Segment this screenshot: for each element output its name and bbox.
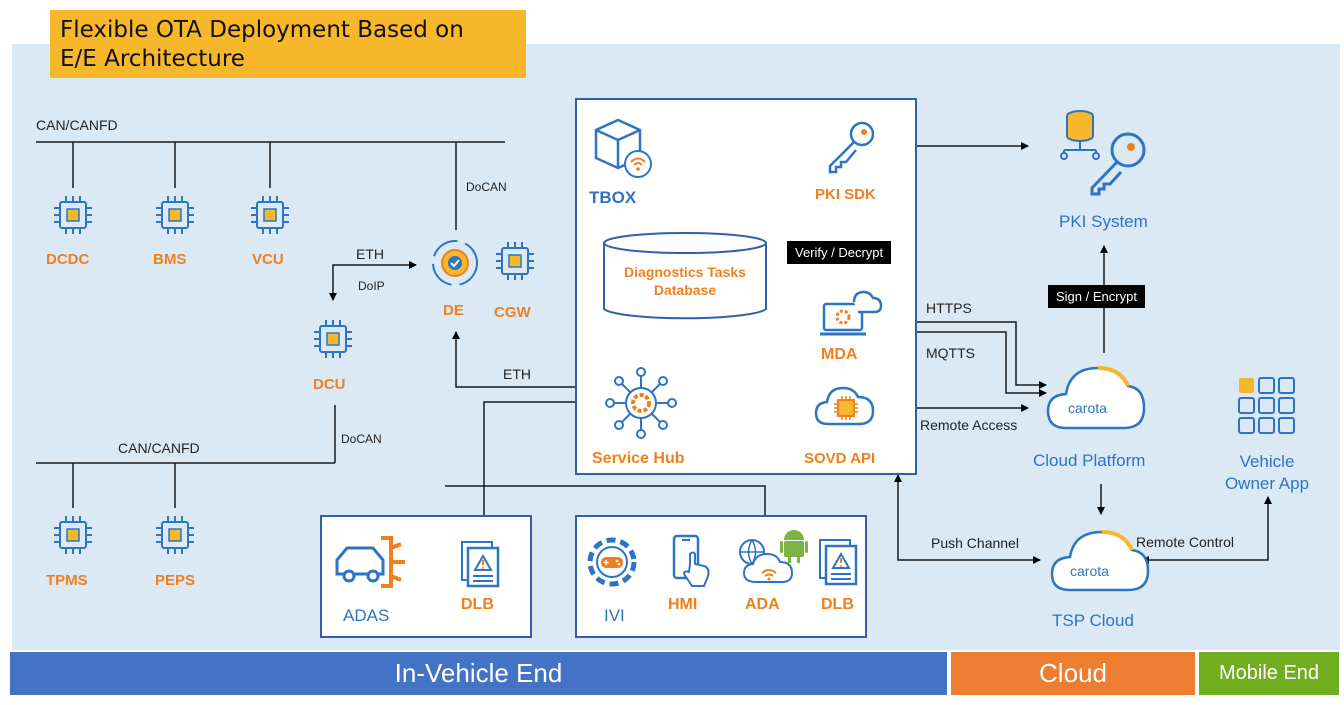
de-gear-icon <box>424 232 486 299</box>
diagnostics-database-label: Diagnostics Tasks Database <box>624 264 746 298</box>
ada-android-globe-icon <box>736 526 808 593</box>
push-channel-label: Push Channel <box>931 535 1019 551</box>
cgw-label: CGW <box>494 304 531 321</box>
cloud-band-label: Cloud <box>1039 658 1107 688</box>
in-vehicle-end-label: In-Vehicle End <box>394 658 563 688</box>
diagnostics-database-icon <box>603 232 767 320</box>
vcu-chip-icon <box>247 192 293 243</box>
tsp-cloud-logo-text: carota <box>1070 563 1109 579</box>
bms-label: BMS <box>153 251 187 268</box>
tbox-cube-icon <box>588 112 658 187</box>
docan-top-label: DoCAN <box>466 180 507 194</box>
mqtts-label: MQTTS <box>926 345 975 361</box>
ivi-panel <box>575 515 867 638</box>
hmi-label: HMI <box>668 596 698 613</box>
dcu-label: DCU <box>313 376 346 393</box>
adas-label: ADAS <box>343 606 390 625</box>
tbox-label: TBOX <box>589 188 637 207</box>
tsp-cloud-icon <box>1048 520 1152 603</box>
de-label: DE <box>443 302 464 319</box>
adas-car-icon <box>333 534 409 595</box>
in-vehicle-end-band: In-Vehicle End <box>10 652 947 695</box>
pki-system-label: PKI System <box>1059 212 1148 231</box>
vcu-label: VCU <box>252 251 284 268</box>
service-hub-label: Service Hub <box>592 450 685 467</box>
sign-encrypt-badge: Sign / Encrypt <box>1048 285 1145 308</box>
peps-chip-icon <box>152 512 198 563</box>
diagram-title: Flexible OTA Deployment Based on E/E Arc… <box>50 10 526 78</box>
remote-access-label: Remote Access <box>920 417 1018 433</box>
remote-control-label: Remote Control <box>1136 534 1235 550</box>
vehicle-owner-app-grid-icon <box>1237 376 1299 443</box>
eth-mid-label: ETH <box>503 366 531 382</box>
verify-decrypt-badge: Verify / Decrypt <box>787 241 892 264</box>
ivi-dlb-label: DLB <box>821 596 854 613</box>
cloud-platform-icon <box>1044 356 1148 443</box>
ada-label: ADA <box>745 596 780 613</box>
cloud-platform-logo-text: carota <box>1068 400 1107 416</box>
dcdc-label: DCDC <box>46 251 90 268</box>
ivi-gamepad-gear-icon <box>584 532 640 597</box>
doip-label: DoIP <box>358 279 385 293</box>
vehicle-owner-app-label: Vehicle Owner App <box>1224 452 1310 493</box>
docan-bottom-label: DoCAN <box>341 432 382 446</box>
hmi-touch-icon <box>668 534 716 595</box>
https-label: HTTPS <box>926 300 972 316</box>
tpms-chip-icon <box>50 512 96 563</box>
adas-dlb-document-icon <box>458 538 508 595</box>
sovd-api-icon <box>814 384 880 439</box>
sovd-api-label: SOVD API <box>804 450 876 467</box>
dcu-chip-icon <box>310 316 356 367</box>
adas-dlb-label: DLB <box>461 596 494 613</box>
peps-label: PEPS <box>155 572 196 589</box>
cgw-chip-icon <box>492 238 538 289</box>
mobile-end-label: Mobile End <box>1218 662 1320 684</box>
can-bus-top-label: CAN/CANFD <box>36 117 118 133</box>
cloud-band: Cloud <box>951 652 1195 695</box>
bms-chip-icon <box>152 192 198 243</box>
ivi-label: IVI <box>604 606 625 625</box>
ivi-dlb-document-icon <box>816 536 866 593</box>
pki-system-key-server-icon <box>1058 106 1154 203</box>
pki-sdk-key-icon <box>822 118 880 181</box>
mda-laptop-cloud-icon <box>818 286 884 347</box>
cloud-platform-label: Cloud Platform <box>1033 451 1146 470</box>
eth-top-label: ETH <box>356 246 384 262</box>
service-hub-icon <box>604 366 678 445</box>
tpms-label: TPMS <box>46 572 88 589</box>
tsp-cloud-label: TSP Cloud <box>1052 611 1134 630</box>
mobile-end-band: Mobile End <box>1199 652 1339 695</box>
pki-sdk-label: PKI SDK <box>815 186 876 203</box>
mda-label: MDA <box>821 346 858 363</box>
dcdc-chip-icon <box>50 192 96 243</box>
can-bus-bottom-label: CAN/CANFD <box>118 440 200 456</box>
